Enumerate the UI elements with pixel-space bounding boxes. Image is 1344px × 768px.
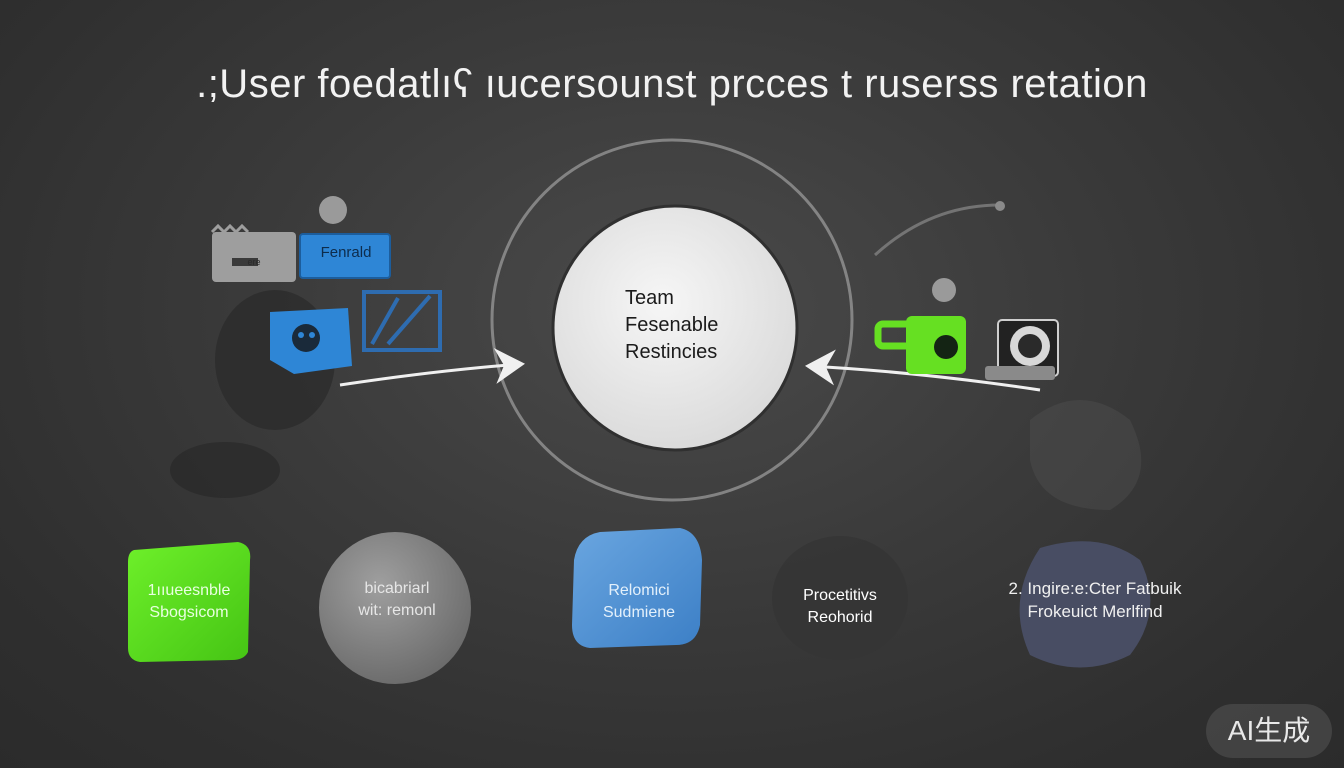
connector-dot — [995, 201, 1005, 211]
center-label-line3: Restincies — [625, 341, 718, 363]
center-label: Team Fesenable Restincies — [555, 285, 795, 366]
bottom-label-3-line1: Relomici — [608, 582, 670, 599]
bottom-label-4-line1: Procetitivs — [803, 587, 877, 604]
bottom-label-4: Procetitivs Reohorid — [780, 585, 900, 628]
outer-ring — [490, 138, 854, 502]
bottom-label-5-line2: Frokeuict Merlfind — [1027, 601, 1163, 621]
bottom-label-2-line2: wit: remonl — [358, 601, 436, 619]
bottom-shape-5 — [1019, 541, 1151, 668]
bottom-label-5-line1: 2. Ingire:e:Cter Fatbuik — [1008, 579, 1182, 598]
grey-chip-icon — [210, 223, 296, 282]
bottom-label-1-line2: Sbogsicom — [149, 603, 229, 621]
bottom-label-1: 1ııueesnble Sbogsicom — [128, 580, 250, 623]
speaker-device-icon — [985, 319, 1059, 380]
blue-card-icon — [299, 233, 391, 279]
bottom-label-3: Relomici Sudmiene — [574, 580, 704, 623]
page-title: .;User foedatlıʕ ıucersounst prcces t ru… — [196, 62, 1148, 106]
center-label-line1: Team — [625, 287, 674, 309]
bottom-shape-2 — [319, 532, 471, 684]
bottom-label-2-line1: bicabriarl — [364, 580, 430, 597]
blue-avatar-icon — [270, 308, 352, 374]
bottom-label-1-line1: 1ııueesnble — [147, 582, 231, 599]
arrow-left-to-center — [339, 348, 525, 387]
small-circle-icon-right — [932, 278, 956, 302]
arrow-right-to-center — [805, 349, 1041, 392]
bottom-label-4-line2: Reohorid — [807, 608, 873, 626]
bottom-shape-1 — [128, 542, 251, 662]
connector-curve-right — [873, 203, 1001, 257]
blue-card-label: Fenrald — [320, 244, 372, 261]
small-circle-icon — [319, 196, 347, 224]
green-mug-icon — [874, 316, 966, 374]
bottom-shape-3 — [572, 528, 702, 648]
bottom-label-5: 2. Ingire:e:Cter Fatbuik Frokeuict Merlf… — [980, 578, 1210, 624]
grey-card-label: ere — [247, 257, 261, 267]
bottom-label-3-line2: Sudmiene — [602, 603, 676, 621]
center-label-line2: Fesenable — [625, 314, 719, 336]
shadow-blob-right — [1030, 400, 1142, 510]
blue-chart-icon — [362, 290, 442, 352]
bottom-shape-4 — [772, 536, 908, 660]
center-circle — [551, 204, 799, 452]
ai-generated-badge: AI生成 — [1206, 704, 1332, 758]
shadow-blob-left-low — [170, 442, 280, 498]
bottom-label-2: bicabriarl wit: remonl — [322, 578, 472, 621]
